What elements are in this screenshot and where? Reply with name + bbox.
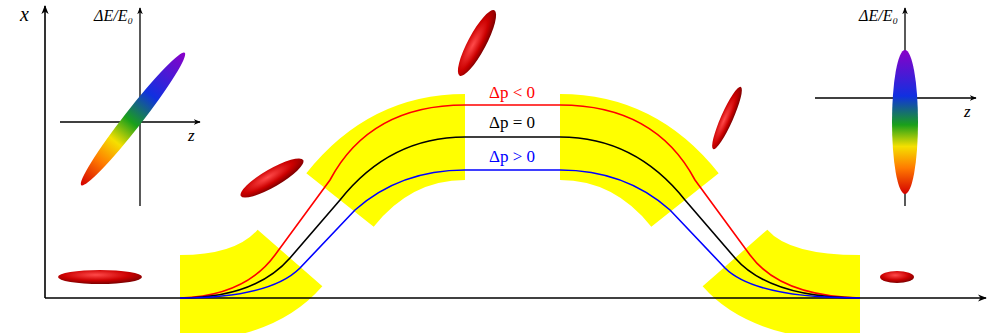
high-momentum-path [180, 170, 860, 298]
x-axis [44, 6, 46, 298]
axis-label: z [188, 127, 195, 144]
initial-phase-space [60, 8, 200, 206]
dipole-magnets [180, 137, 860, 298]
axis-label: x [20, 4, 29, 24]
electron-bunches [58, 6, 914, 284]
axis-label: ΔE/E₀ [94, 8, 133, 24]
final-phase-space [815, 8, 976, 206]
momentum-label: Δp < 0 [489, 84, 535, 101]
momentum-label: Δp > 0 [489, 148, 535, 165]
axis-label: ΔE/E₀ [859, 8, 898, 24]
low-momentum-path [180, 105, 860, 298]
momentum-label: Δp = 0 [489, 114, 535, 131]
axis-label: z [964, 103, 971, 120]
reference-path [180, 137, 860, 298]
